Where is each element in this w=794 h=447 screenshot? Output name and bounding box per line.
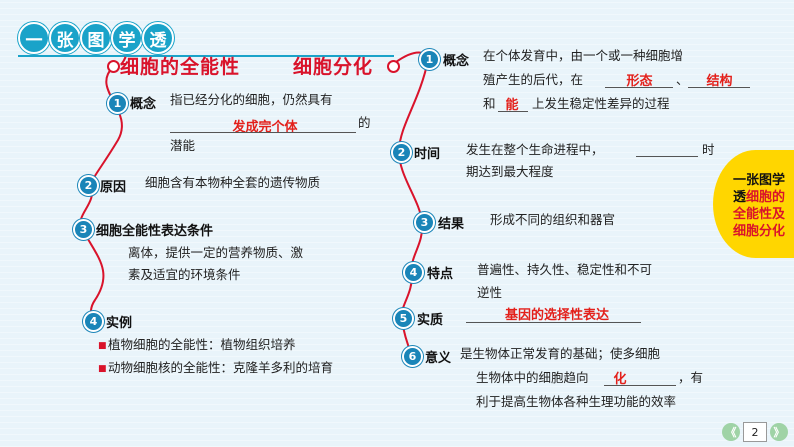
- right-label-concept: 概念: [443, 54, 470, 69]
- right-significance-line2b: ，有: [678, 370, 704, 385]
- right-num-5: 5: [393, 308, 414, 329]
- right-label-result: 结果: [438, 217, 465, 232]
- left-label-concept: 概念: [130, 97, 157, 112]
- right-concept-line3b: 上发生稳定性差异的过程: [532, 96, 670, 111]
- next-page-button[interactable]: 》: [770, 423, 788, 441]
- left-conditions-line1: 离体，提供一定的营养物质、激: [128, 245, 304, 260]
- right-label-significance: 意义: [425, 351, 452, 366]
- header-badges: 一 张 图 学 透: [18, 22, 174, 54]
- header-underline: [18, 55, 394, 57]
- right-num-1: 1: [419, 49, 440, 70]
- left-label-conditions: 细胞全能性表达条件: [96, 224, 214, 239]
- right-significance-blank: [604, 385, 676, 386]
- badge-3: 图: [80, 22, 112, 54]
- right-essence-blank: [466, 322, 641, 323]
- left-title: 细胞的全能性: [120, 56, 241, 78]
- right-significance-answer: 化: [613, 372, 627, 387]
- page-navigation: 《 2 》: [722, 422, 788, 442]
- right-concept-ans1: 形态: [626, 74, 653, 89]
- page-number: 2: [743, 422, 767, 442]
- right-result-text: 形成不同的组织和器官: [490, 212, 616, 227]
- left-example-2: 动物细胞核的全能性：克隆羊多利的培育: [108, 360, 334, 375]
- right-concept-blank2: [688, 87, 750, 88]
- right-num-2: 2: [391, 142, 412, 163]
- badge-5: 透: [142, 22, 174, 54]
- left-example-1: 植物细胞的全能性：植物组织培养: [108, 337, 296, 352]
- bullet-icon: ■: [98, 364, 107, 374]
- left-label-reason: 原因: [100, 180, 127, 195]
- right-num-3: 3: [414, 212, 435, 233]
- left-label-examples: 实例: [106, 316, 133, 331]
- left-concept-tail: 的: [358, 115, 371, 130]
- right-num-4: 4: [403, 262, 424, 283]
- side-tag: 一张图学 透细胞的 全能性及 细胞分化: [713, 150, 794, 258]
- right-concept-line1: 在个体发育中，由一个或一种细胞增: [483, 48, 684, 63]
- right-significance-line3: 利于提高生物体各种生理功能的效率: [476, 394, 677, 409]
- prev-page-button[interactable]: 《: [722, 423, 740, 441]
- left-num-3: 3: [73, 219, 94, 240]
- left-num-4: 4: [83, 311, 104, 332]
- side-tag-line1: 一张图学: [732, 173, 785, 188]
- right-num-6: 6: [402, 346, 423, 367]
- right-label-time: 时间: [414, 147, 441, 162]
- right-title-dot: [387, 60, 400, 73]
- badge-1: 一: [18, 22, 50, 54]
- right-concept-blank3: [498, 111, 528, 112]
- right-title: 细胞分化: [293, 56, 374, 78]
- right-significance-line1: 是生物体正常发育的基础；使多细胞: [460, 346, 661, 361]
- right-features-line2: 逆性: [477, 285, 503, 300]
- left-conditions-line2: 素及适宜的环境条件: [128, 267, 241, 282]
- right-concept-sep: 、: [676, 72, 689, 87]
- left-num-2: 2: [78, 175, 99, 196]
- left-num-1: 1: [107, 93, 128, 114]
- side-tag-line3: 全能性及: [732, 207, 785, 222]
- left-concept-line3: 潜能: [170, 138, 196, 153]
- right-concept-ans3: 能: [505, 98, 519, 113]
- bullet-icon: ■: [98, 341, 107, 351]
- left-concept-blank: [170, 132, 356, 133]
- left-title-dot: [107, 60, 120, 73]
- right-concept-line2: 殖产生的后代，在: [483, 72, 584, 87]
- right-label-features: 特点: [427, 267, 454, 282]
- right-time-line1: 发生在整个生命进程中，: [466, 142, 604, 157]
- right-features-line1: 普遍性、持久性、稳定性和不可: [477, 262, 653, 277]
- right-time-line2: 期达到最大程度: [466, 164, 554, 179]
- side-tag-line2: 透细胞的: [732, 190, 786, 205]
- side-tag-line4: 细胞分化: [732, 224, 785, 239]
- right-concept-ans2: 结构: [706, 74, 733, 89]
- left-concept-line1: 指已经分化的细胞，仍然具有: [170, 92, 333, 107]
- right-essence-answer: 基因的选择性表达: [504, 308, 609, 323]
- left-concept-answer: 发成完个体: [232, 120, 298, 135]
- left-reason-text: 细胞含有本物种全套的遗传物质: [145, 175, 321, 190]
- right-significance-line2a: 生物体中的细胞趋向: [476, 370, 589, 385]
- right-time-blank: [636, 156, 698, 157]
- right-time-tail: 时: [702, 142, 715, 157]
- right-label-essence: 实质: [417, 313, 444, 328]
- right-concept-blank1: [605, 87, 673, 88]
- right-concept-line3a: 和: [483, 96, 496, 111]
